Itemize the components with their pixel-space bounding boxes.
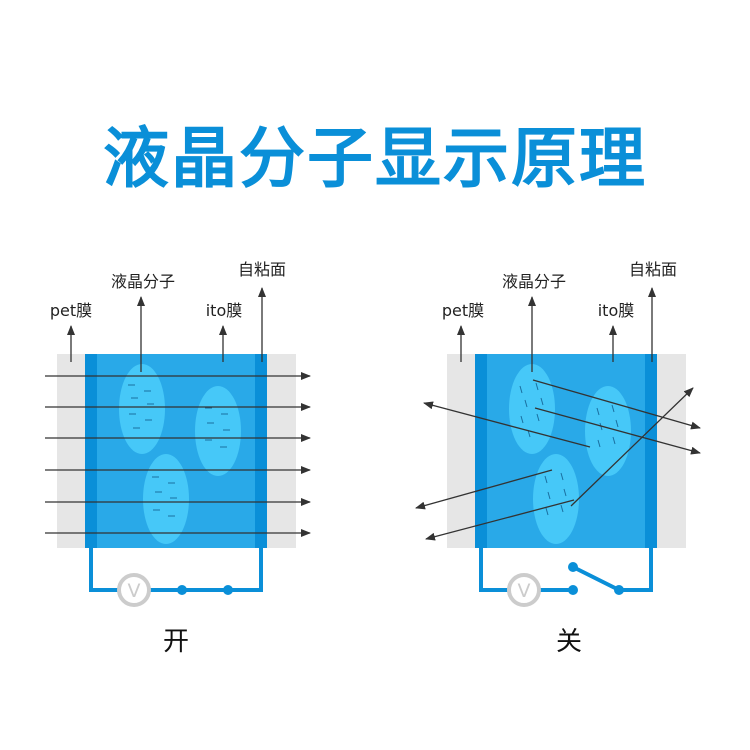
page-title: 液晶分子显示原理: [103, 120, 647, 197]
voltmeter-symbol: V: [518, 580, 531, 602]
pointer-arrows: [67, 287, 266, 372]
ito-film-left: [475, 354, 487, 548]
circuit: [479, 548, 653, 592]
voltmeter-icon: [117, 573, 151, 607]
lc-molecule: [585, 386, 631, 476]
liquid-crystal-molecules: [119, 364, 241, 544]
lc-molecule: [533, 454, 579, 544]
light-ray: [534, 407, 701, 455]
lc-molecule: [509, 364, 555, 454]
pointer-arrows: [457, 287, 656, 372]
caption-on: 开: [163, 627, 189, 657]
lc-molecule: [119, 364, 165, 454]
light-ray: [570, 387, 694, 507]
label-pet: pet膜: [442, 301, 484, 320]
label-lc: 液晶分子: [502, 272, 566, 291]
liquid-crystal-molecules: [509, 364, 631, 544]
light-ray: [532, 379, 701, 430]
light-ray: [425, 499, 575, 541]
panel-on: pet膜 液晶分子 ito膜 自粘面 V 开: [45, 260, 311, 657]
circuit-node: [568, 585, 578, 595]
lc-molecule: [195, 386, 241, 476]
ito-film-left: [85, 354, 97, 548]
circuit-node: [223, 585, 233, 595]
label-ito: ito膜: [206, 301, 243, 320]
label-lc: 液晶分子: [111, 272, 175, 291]
label-adhesive: 自粘面: [629, 260, 677, 279]
light-rays: [45, 372, 311, 537]
light-ray: [415, 469, 553, 510]
ito-film-right: [645, 354, 657, 548]
lc-molecule: [143, 454, 189, 544]
circuit-node: [614, 585, 624, 595]
voltmeter-symbol: V: [128, 580, 141, 602]
voltmeter-icon: [507, 573, 541, 607]
circuit: [89, 548, 263, 592]
caption-off: 关: [556, 627, 582, 657]
light-rays: [415, 379, 701, 541]
switch-pivot: [568, 562, 578, 572]
light-ray: [423, 401, 591, 448]
label-ito: ito膜: [598, 301, 635, 320]
ito-film-right: [255, 354, 267, 548]
label-adhesive: 自粘面: [238, 260, 286, 279]
label-pet: pet膜: [50, 301, 92, 320]
panel-off: pet膜 液晶分子 ito膜 自粘面 V 关: [415, 260, 701, 657]
circuit-node: [177, 585, 187, 595]
open-switch: [572, 565, 620, 592]
